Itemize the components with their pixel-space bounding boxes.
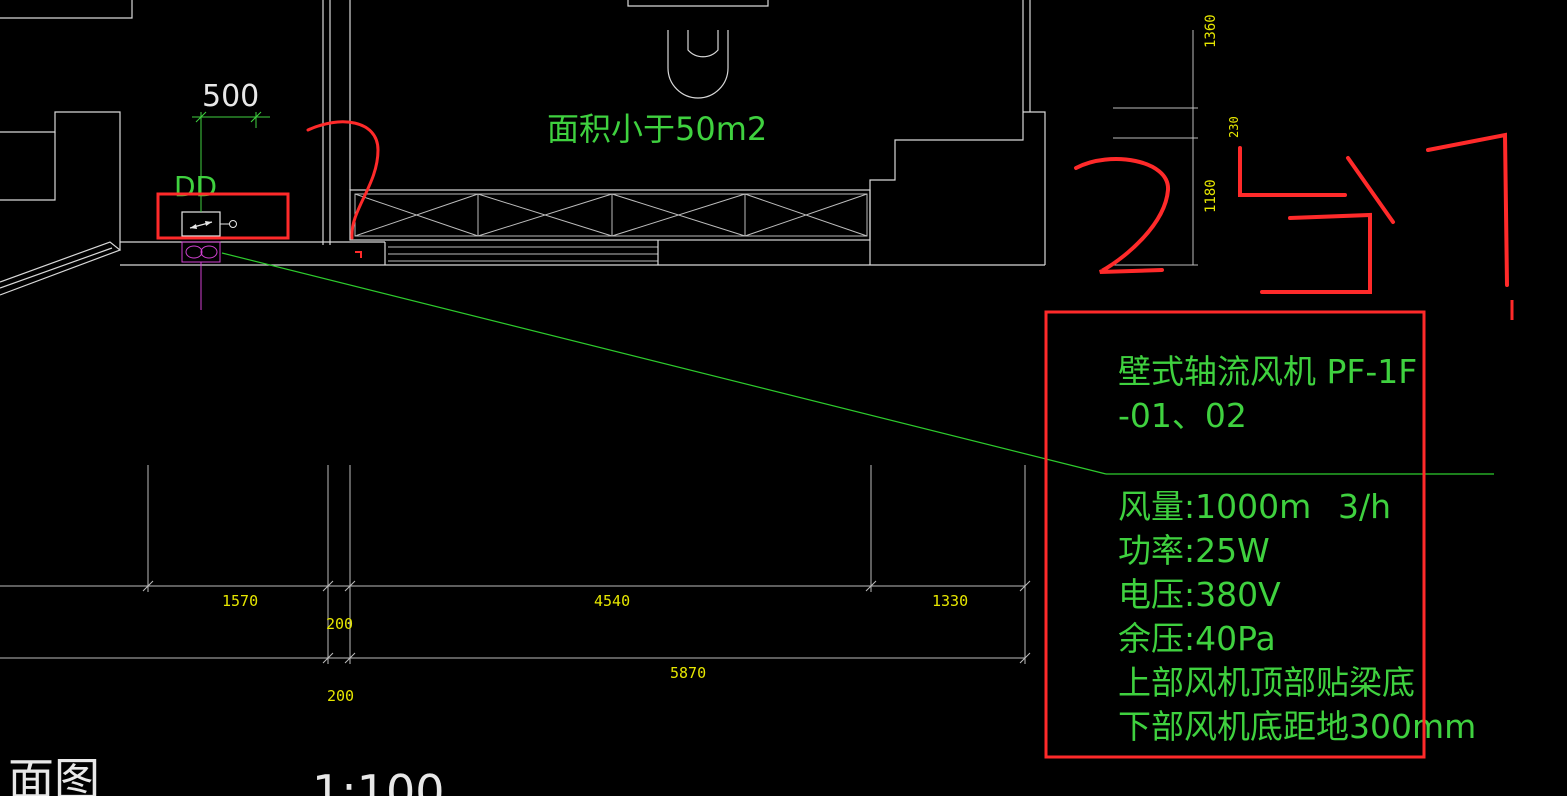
dim-230: 230 [1227,116,1241,138]
window-band [349,189,871,241]
fan-model-line2: -01、02 [1118,396,1247,435]
fan-tag-text: DD [174,170,217,203]
fan-width-dimension: 500 [192,79,270,212]
spec-upper-note: 上部风机顶部贴梁底 [1118,663,1415,702]
sheet-scale: 1:100 [312,765,445,796]
dim-1180: 1180 [1203,179,1219,213]
dim-1360: 1360 [1203,14,1219,48]
exhaust-fan-symbol[interactable] [181,211,237,310]
dim-1570: 1570 [222,592,258,610]
room-area-note: 面积小于50m2 [547,110,767,148]
fan-model-line1: 壁式轴流风机 PF-1F [1118,352,1417,391]
spec-airflow-unit: 3/h [1338,487,1391,526]
spec-highlight-box [1044,310,1426,759]
spec-power: 功率:25W [1118,531,1270,570]
fan-spec-block: 壁式轴流风机 PF-1F -01、02 风量:1000m 3/h 功率:25W … [1118,352,1476,746]
vertical-dimensions: 1360 230 1180 [1203,14,1241,213]
dim-4540: 4540 [594,592,630,610]
sheet-title: 面图 [8,753,100,796]
fan-highlight-box [156,192,290,240]
spec-voltage: 电压:380V [1118,575,1281,614]
dim-5870: 5870 [670,664,706,682]
dim-200-top: 200 [326,615,353,633]
fan-leader-line [221,252,1494,475]
horizontal-dimensions: 1570 200 4540 1330 200 5870 [0,465,1031,705]
dim-1330: 1330 [932,592,968,610]
handwritten-left-text: 2 [356,235,357,237]
wall-lines [0,0,1198,296]
fan-width-dim-text: 500 [202,79,259,114]
spec-lower-note: 下部风机底距地300mm [1118,707,1476,746]
spec-pressure: 余压:40Pa [1118,619,1276,658]
red-markup [156,120,1514,759]
spec-airflow: 风量:1000m [1118,487,1311,526]
door-swing-symbol [667,30,729,99]
handwritten-right-text: 2与7 [1100,268,1103,271]
dim-200-bottom: 200 [327,687,354,705]
